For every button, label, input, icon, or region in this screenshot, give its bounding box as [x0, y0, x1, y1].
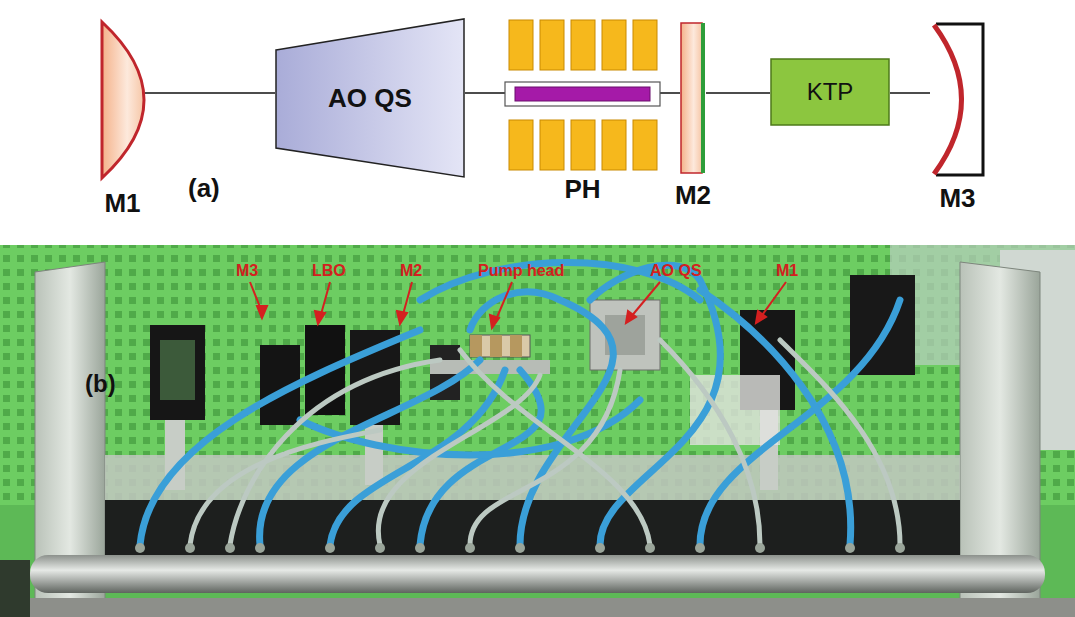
photo-callout: Pump head	[478, 262, 564, 280]
part-label: KTP	[807, 78, 854, 106]
beam-line	[660, 92, 680, 94]
aoqs-box: AO QS	[275, 18, 465, 178]
photo-callout: M2	[400, 262, 422, 280]
beam-line	[145, 92, 275, 94]
photo-callout: M3	[236, 262, 258, 280]
pump-head-outline	[505, 20, 660, 170]
part-label: M1	[104, 188, 140, 219]
pump-head: PH	[505, 20, 660, 170]
mirror-m3-outline	[930, 22, 985, 177]
mirror-m1-outline	[100, 20, 145, 180]
mirror-m2-outline	[680, 22, 706, 174]
photo-callout: LBO	[312, 262, 346, 280]
beam-line	[890, 92, 930, 94]
part-label: PH	[564, 174, 600, 205]
mirror-m3: M3	[930, 22, 985, 177]
part-label: AO QS	[328, 83, 412, 114]
mirror-m2: M2	[680, 22, 706, 174]
panel-letter: (b)	[85, 370, 116, 398]
photo-callout: M1	[776, 262, 798, 280]
mirror-m1: M1	[100, 20, 145, 180]
beam-line	[706, 92, 770, 94]
part-label: M2	[675, 180, 711, 211]
ktp-crystal: KTP	[770, 58, 890, 126]
photo-callout: AO QS	[650, 262, 702, 280]
part-label: M3	[939, 183, 975, 214]
panel-letter: (a)	[188, 173, 220, 204]
beam-line	[465, 92, 505, 94]
